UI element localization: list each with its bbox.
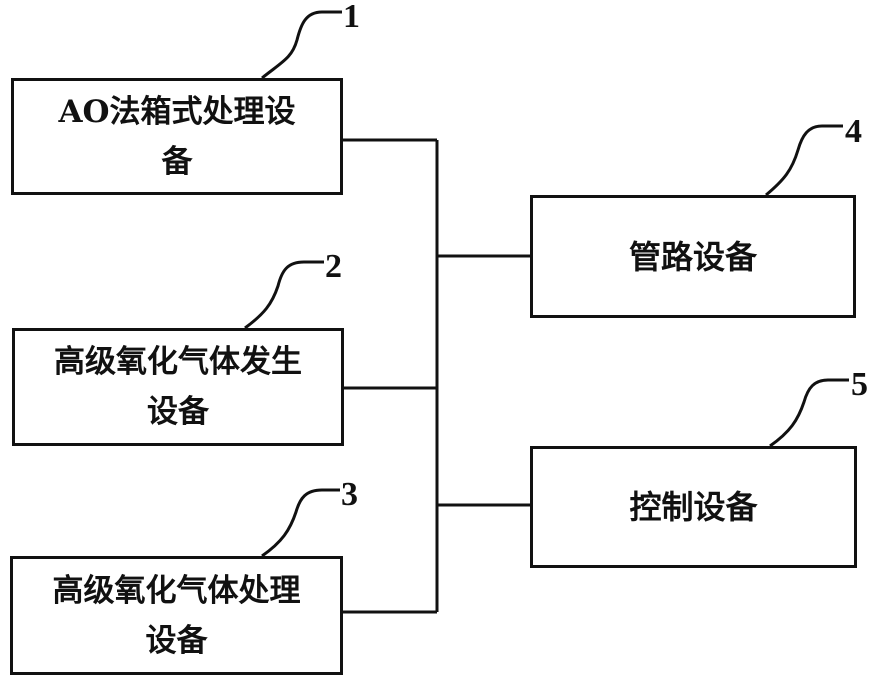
leader-1 (261, 10, 342, 80)
node-2-line-1: 高级氧化气体发生 (54, 344, 302, 380)
node-box-2: 高级氧化气体发生 设备 (12, 328, 344, 446)
node-4-label: 管路设备 (628, 237, 757, 276)
leader-2 (244, 260, 324, 330)
node-box-5: 控制设备 (530, 446, 857, 568)
node-number-3: 3 (341, 476, 358, 513)
node-3-line-2: 设备 (145, 622, 208, 659)
node-2-line-2: 设备 (147, 394, 209, 430)
leader-4 (765, 124, 843, 197)
node-box-3: 高级氧化气体处理 设备 (10, 556, 343, 675)
node-number-1: 1 (343, 0, 360, 35)
node-number-5: 5 (851, 366, 868, 403)
node-number-4: 4 (845, 113, 862, 150)
leader-3 (261, 488, 340, 558)
node-1-line-2: 备 (161, 143, 193, 180)
node-box-4: 管路设备 (530, 195, 856, 318)
leader-5 (769, 378, 849, 448)
node-5-label: 控制设备 (629, 488, 758, 526)
node-number-2: 2 (325, 248, 342, 285)
node-3-line-1: 高级氧化气体处理 (52, 572, 301, 609)
node-1-line-1: AO法箱式处理设 (58, 93, 296, 130)
node-box-1: AO法箱式处理设 备 (11, 78, 343, 195)
